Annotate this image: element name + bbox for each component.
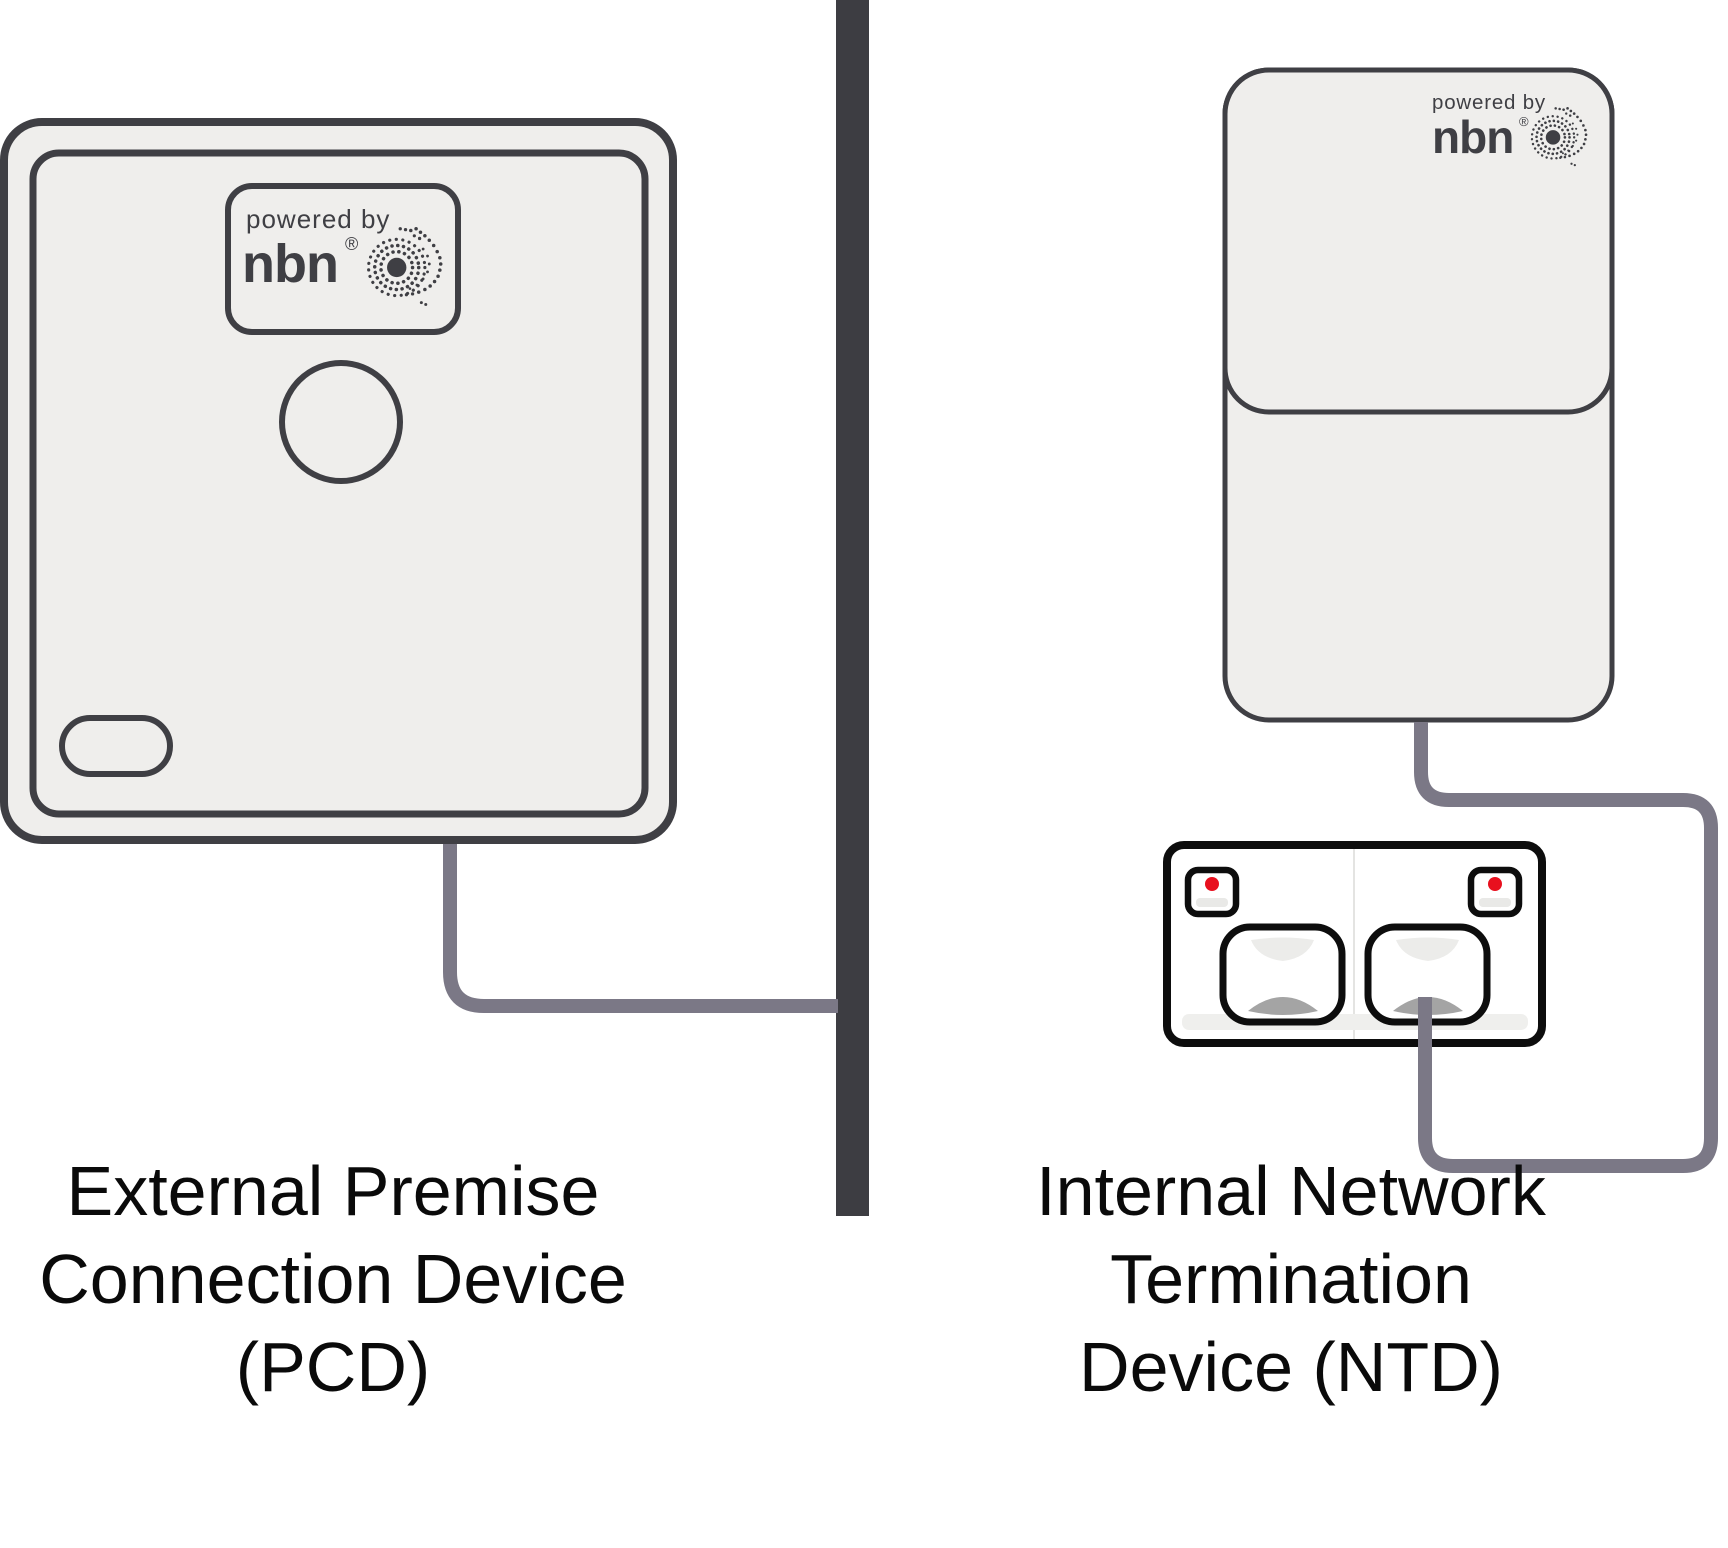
power-outlet xyxy=(1163,841,1546,1047)
switch-body xyxy=(1467,866,1523,918)
socket-top-shade xyxy=(1396,937,1459,961)
pcd-label-line-1: External Premise xyxy=(67,1152,600,1230)
ntd-flap xyxy=(1222,67,1615,415)
pcd-label-line-2: Connection Device xyxy=(39,1240,627,1318)
ntd-logo: powered by nbn ® xyxy=(1432,91,1589,168)
socket-top-shade xyxy=(1251,937,1314,961)
pcd-logo: powered by nbn ® xyxy=(242,204,445,308)
pcd-nbn-text: nbn xyxy=(242,234,338,294)
switch-body xyxy=(1184,866,1240,918)
ntd-label: Internal Network Termination Device (NTD… xyxy=(1036,1152,1547,1406)
ntd-device: powered by nbn ® xyxy=(1222,67,1615,723)
ntd-label-line-1: Internal Network xyxy=(1036,1152,1547,1230)
pcd-logo-plate xyxy=(225,183,461,335)
switch-rocker xyxy=(1196,898,1228,907)
cable-pcd-to-wall xyxy=(443,826,838,1013)
outlet-socket-right xyxy=(1364,923,1491,1026)
socket-bottom-slot xyxy=(1248,997,1318,1015)
pcd-registered-symbol: ® xyxy=(345,234,358,254)
pcd-label: External Premise Connection Device (PCD) xyxy=(39,1152,627,1406)
pcd-cable-gland xyxy=(59,715,173,777)
switch-red-indicator xyxy=(1205,877,1219,891)
outlet-socket-left xyxy=(1219,923,1346,1026)
pcd-label-line-3: (PCD) xyxy=(236,1328,430,1406)
ntd-registered-symbol: ® xyxy=(1519,114,1529,129)
outlet-switch-left xyxy=(1184,866,1240,918)
socket-body xyxy=(1219,923,1346,1026)
pcd-device: powered by nbn ® xyxy=(0,118,677,844)
ntd-powered-by-text: powered by xyxy=(1432,91,1546,114)
switch-red-indicator xyxy=(1488,877,1502,891)
wall-divider xyxy=(836,0,869,1216)
pcd-inner-panel-line xyxy=(29,149,649,818)
pcd-round-port xyxy=(279,360,403,484)
ntd-label-line-3: Device (NTD) xyxy=(1079,1328,1503,1406)
cable-ntd-to-outlet xyxy=(1414,722,1718,1173)
outlet-switch-right xyxy=(1467,866,1523,918)
pcd-powered-by-text: powered by xyxy=(246,204,390,234)
switch-rocker xyxy=(1479,898,1511,907)
ntd-nbn-text: nbn xyxy=(1432,111,1513,163)
ntd-label-line-2: Termination xyxy=(1110,1240,1472,1318)
